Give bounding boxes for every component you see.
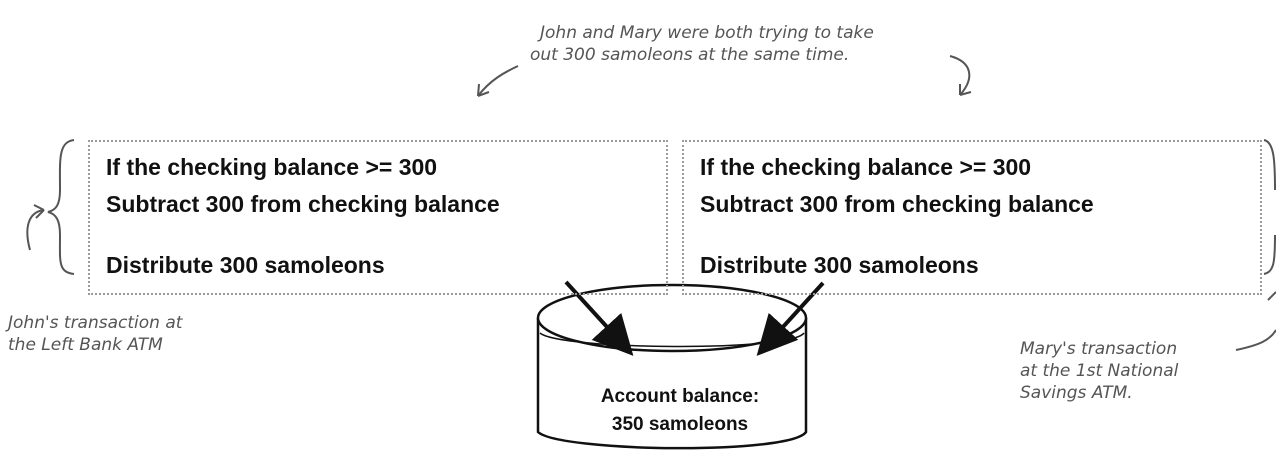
- account-balance-value: 350 samoleons: [611, 414, 749, 435]
- account-balance-title: Account balance:: [600, 386, 760, 407]
- arrow-mary-to-brace: [1235, 329, 1276, 351]
- john-annotation-line-2: the Left Bank ATM: [8, 335, 163, 355]
- right-distribute-step: Distribute 300 samoleons: [700, 252, 979, 278]
- john-annotation: John's transaction at the Left Bank ATM: [8, 312, 258, 356]
- mary-tick: [1267, 291, 1276, 301]
- right-brace: [1263, 139, 1276, 275]
- mary-annotation: Mary's transaction at the 1st National S…: [1020, 338, 1240, 404]
- account-balance-label: Account balance: 350 samoleons: [560, 383, 800, 439]
- arrow-to-right-box: [949, 55, 971, 96]
- john-annotation-line-1: John's transaction at: [8, 313, 183, 333]
- arrow-to-left-box: [477, 65, 519, 97]
- left-transaction-box: If the checking balance >= 300 Subtract …: [88, 140, 668, 295]
- top-annotation-line-1: John and Mary were both trying to take: [540, 23, 874, 43]
- right-subtract-step: Subtract 300 from checking balance: [700, 191, 1094, 217]
- top-annotation: John and Mary were both trying to take o…: [530, 22, 1010, 66]
- right-transaction-box: If the checking balance >= 300 Subtract …: [682, 140, 1262, 295]
- left-brace: [47, 139, 75, 275]
- right-condition-step: If the checking balance >= 300: [700, 154, 1032, 180]
- left-condition-step: If the checking balance >= 300: [106, 154, 438, 180]
- mary-annotation-line-1: Mary's transaction: [1020, 339, 1178, 359]
- arrow-john-to-brace: [26, 209, 45, 251]
- left-distribute-step: Distribute 300 samoleons: [106, 252, 385, 278]
- top-annotation-line-2: out 300 samoleons at the same time.: [530, 45, 850, 65]
- mary-annotation-line-3: Savings ATM.: [1020, 383, 1133, 403]
- left-subtract-step: Subtract 300 from checking balance: [106, 191, 500, 217]
- mary-annotation-line-2: at the 1st National: [1020, 361, 1179, 381]
